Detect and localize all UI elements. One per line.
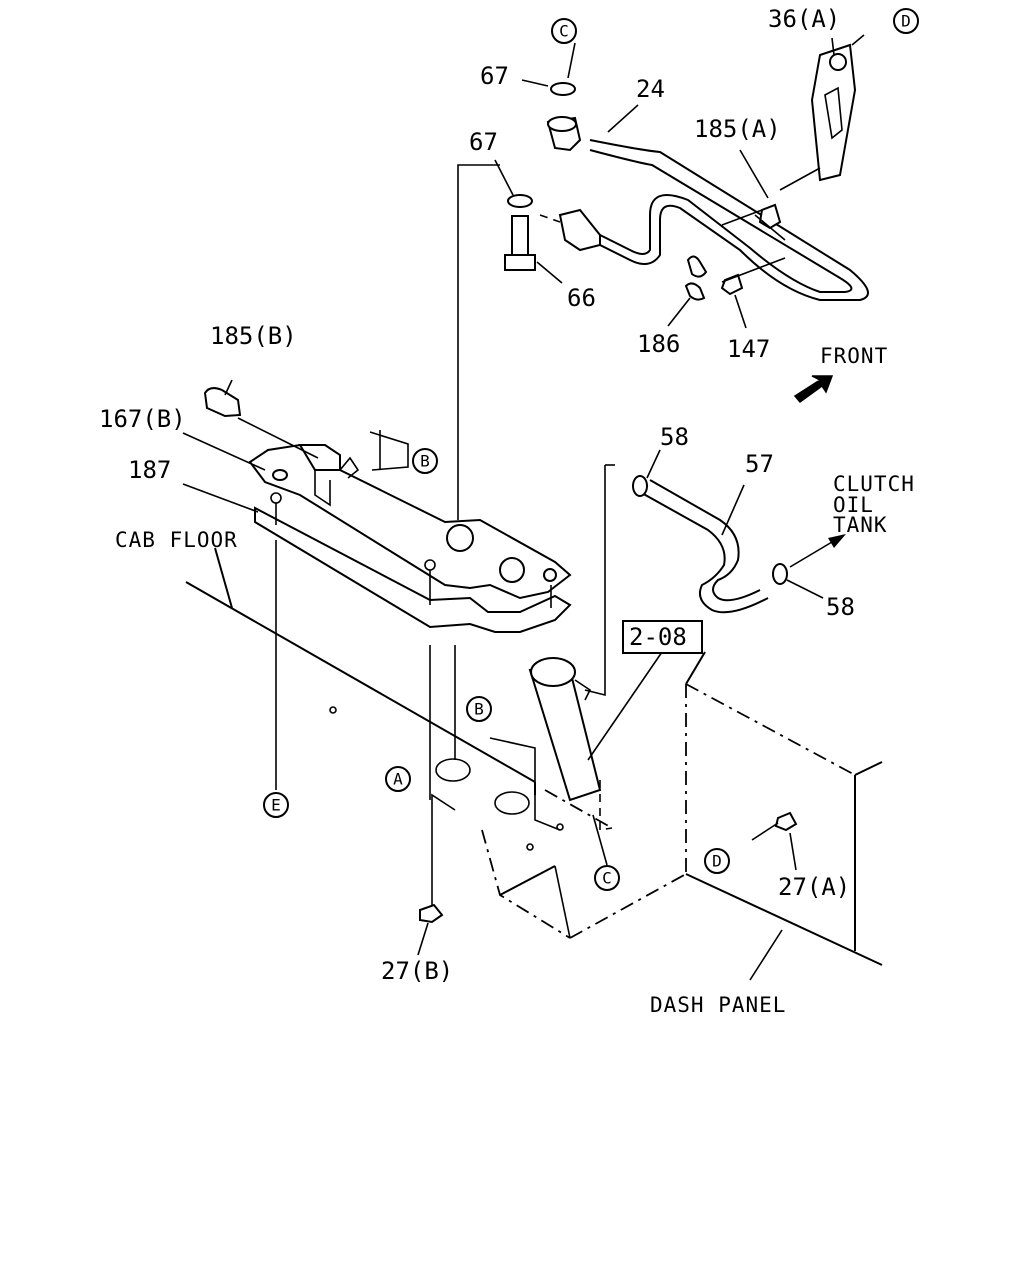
dash-panel-outline	[685, 651, 883, 981]
callout-58-top: 58	[660, 423, 689, 451]
clutch-oil-tank-arrow-icon	[789, 534, 846, 568]
plate-187	[254, 506, 572, 633]
label-tank: TANK	[833, 513, 888, 537]
connector-letter: B	[474, 700, 484, 719]
callout-27a: 27(A)	[778, 873, 850, 901]
front-arrow-icon	[793, 375, 834, 404]
assembly-lines	[275, 34, 865, 905]
leader-lines	[182, 37, 835, 956]
callout-36a: 36(A)	[768, 5, 840, 33]
part-36a-bracket	[810, 43, 857, 182]
connector-c-top: C	[551, 18, 577, 44]
label-clutch: CLUTCH	[833, 472, 915, 496]
part-27b-nut	[419, 903, 444, 924]
callout-186: 186	[637, 330, 680, 358]
callout-ref-2-08: 2-08	[629, 623, 687, 651]
label-cab-floor: CAB FLOOR	[115, 528, 238, 552]
connector-b-upper: B	[412, 448, 438, 474]
callout-187: 187	[128, 456, 171, 484]
connector-letter: C	[559, 22, 569, 41]
label-dash-panel: DASH PANEL	[650, 993, 786, 1017]
part-186-clip	[684, 255, 708, 301]
callout-147: 147	[727, 335, 770, 363]
part-66-bolt	[504, 194, 536, 271]
cab-floor-outline	[185, 547, 687, 939]
ref-box-2-08	[622, 620, 703, 654]
callout-66: 66	[567, 284, 596, 312]
part-58-clamps	[632, 475, 788, 585]
connector-letter: A	[393, 770, 403, 789]
callout-24: 24	[636, 75, 665, 103]
callout-67-top: 67	[480, 62, 509, 90]
label-oil: OIL	[833, 493, 874, 517]
connector-letter: E	[271, 796, 281, 815]
connector-letter: B	[420, 452, 430, 471]
connector-a: A	[385, 766, 411, 792]
callout-58-bottom: 58	[826, 593, 855, 621]
connector-b-lower: B	[466, 696, 492, 722]
rod-2-08	[528, 657, 602, 802]
connector-letter: D	[901, 12, 911, 31]
connector-c-lower: C	[594, 865, 620, 891]
pipe-24	[546, 82, 869, 301]
callout-67-mid: 67	[469, 128, 498, 156]
callout-185a: 185(A)	[694, 115, 781, 143]
connector-e: E	[263, 792, 289, 818]
label-front: FRONT	[820, 344, 888, 368]
connector-letter: C	[602, 869, 612, 888]
callout-27b: 27(B)	[381, 957, 453, 985]
hose-57	[639, 479, 769, 614]
part-27a-nut	[774, 811, 798, 832]
callout-57: 57	[745, 450, 774, 478]
part-185a-clamp	[758, 203, 782, 230]
connector-letter: D	[712, 852, 722, 871]
connector-d-lower: D	[704, 848, 730, 874]
callout-185b: 185(B)	[210, 322, 297, 350]
connector-d-top: D	[893, 8, 919, 34]
callout-167b: 167(B)	[99, 405, 186, 433]
bracket-167b	[203, 387, 572, 608]
